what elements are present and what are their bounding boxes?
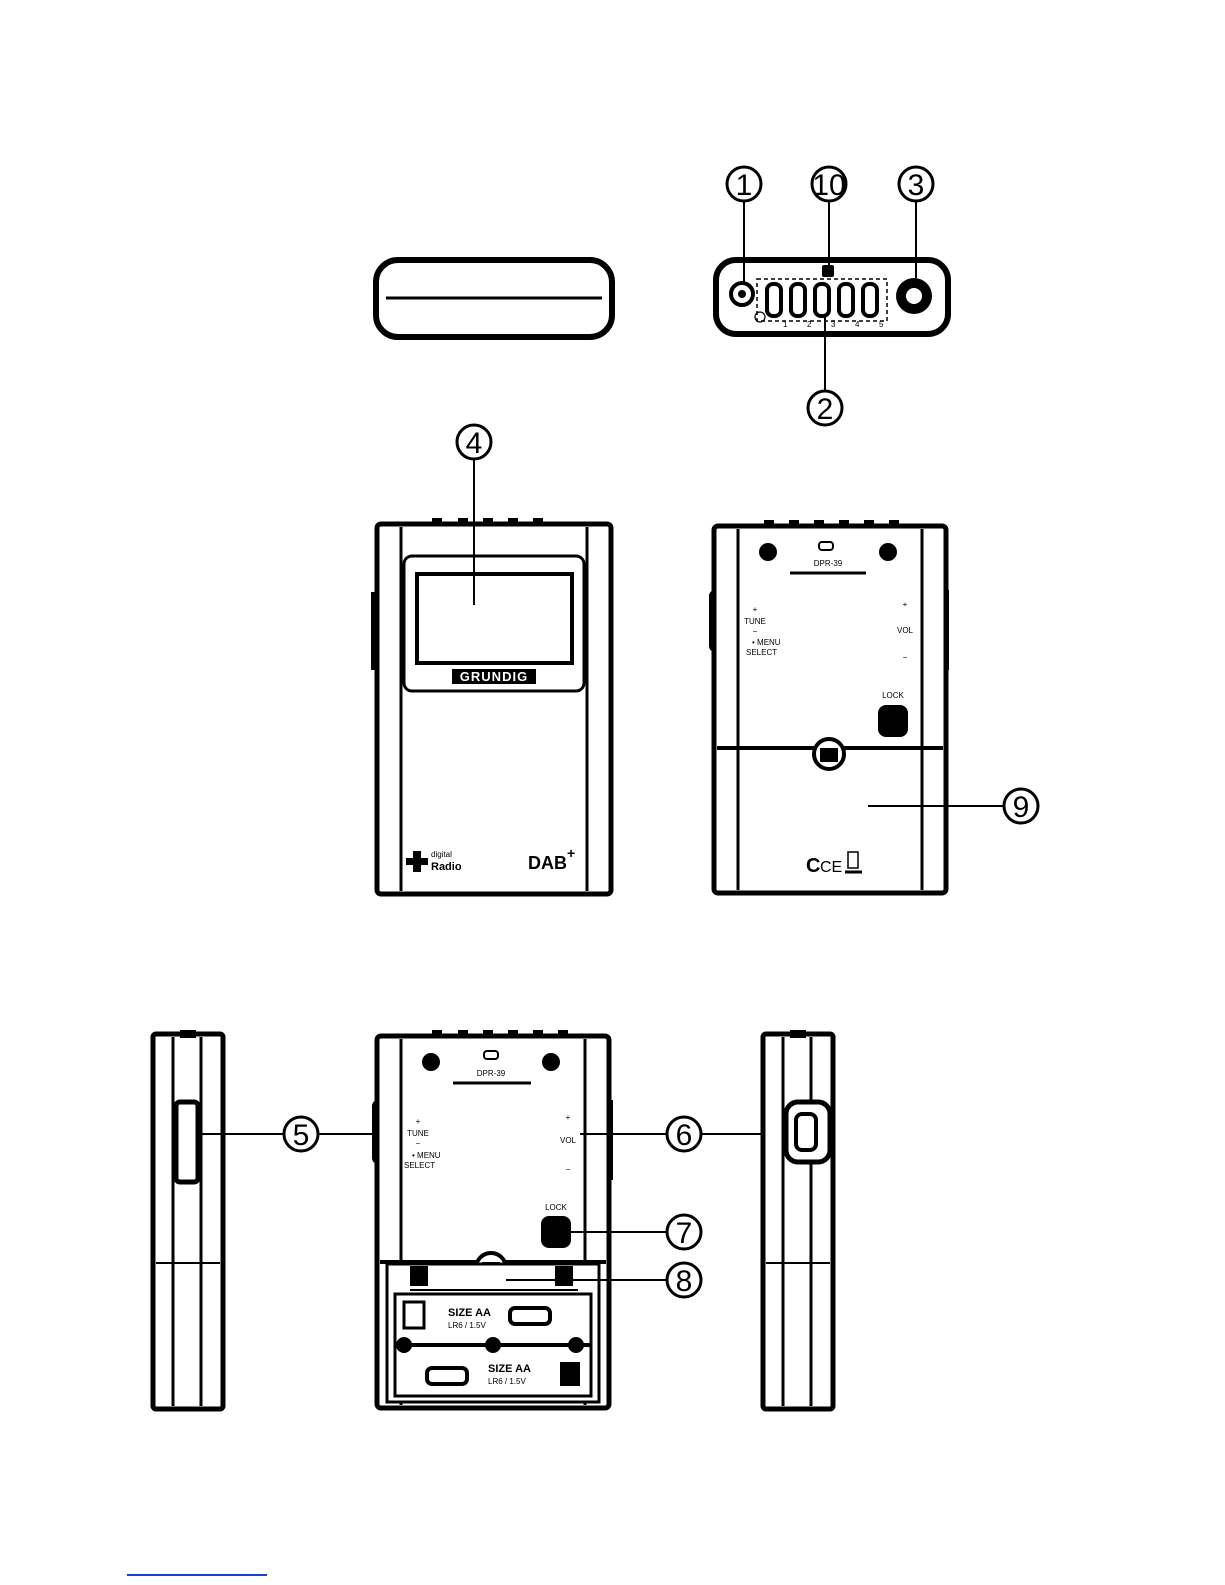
svg-text:DAB: DAB <box>528 853 567 873</box>
svg-text:3: 3 <box>908 169 925 202</box>
tune-rocker[interactable] <box>176 1102 198 1182</box>
svg-text:8: 8 <box>676 1265 693 1298</box>
svg-text:LR6 / 1.5V: LR6 / 1.5V <box>488 1377 526 1386</box>
svg-text:6: 6 <box>676 1119 693 1152</box>
certification-mark: C <box>806 855 820 877</box>
model-label: DPR-39 <box>814 559 843 568</box>
svg-text:−: − <box>416 1139 421 1148</box>
svg-text:+: + <box>567 845 575 861</box>
svg-text:Radio: Radio <box>431 861 462 873</box>
svg-text:2: 2 <box>817 393 834 426</box>
svg-text:digital: digital <box>431 850 452 859</box>
svg-text:• MENU: • MENU <box>412 1151 441 1160</box>
brand-logo: GRUNDIG <box>460 669 528 684</box>
battery-label-a: SIZE AA <box>448 1307 491 1319</box>
svg-text:+: + <box>903 600 908 609</box>
lcd-display <box>417 574 572 663</box>
preset-button-3[interactable] <box>815 284 829 316</box>
svg-text:VOL: VOL <box>560 1136 577 1145</box>
svg-text:−: − <box>566 1165 571 1174</box>
svg-text:LOCK: LOCK <box>882 691 904 700</box>
svg-text:SELECT: SELECT <box>404 1161 435 1170</box>
svg-text:1: 1 <box>736 169 753 202</box>
back-view-open: DPR-39 + TUNE − • MENU SELECT + VOL − LO… <box>374 1030 613 1408</box>
preset-label-4: 4 <box>855 320 860 329</box>
preset-button-2[interactable] <box>791 284 805 316</box>
svg-text:9: 9 <box>1013 791 1030 824</box>
svg-text:−: − <box>753 627 758 636</box>
preset-button-5[interactable] <box>863 284 877 316</box>
svg-text:TUNE: TUNE <box>407 1129 429 1138</box>
svg-text:10: 10 <box>812 169 845 202</box>
svg-text:DPR-39: DPR-39 <box>477 1069 506 1078</box>
back-view: DPR-39 + TUNE − • MENU SELECT + VOL − LO… <box>711 520 949 893</box>
preset-button-1[interactable] <box>767 284 781 316</box>
svg-text:−: − <box>903 653 908 662</box>
svg-text:5: 5 <box>293 1119 310 1152</box>
svg-text:SIZE AA: SIZE AA <box>488 1363 531 1375</box>
preset-label-5: 5 <box>879 320 884 329</box>
preset-label-2: 2 <box>807 320 812 329</box>
preset-label-1: 1 <box>783 320 788 329</box>
svg-text:• MENU: • MENU <box>752 638 781 647</box>
preset-label-3: 3 <box>831 320 836 329</box>
top-edge-view: 1 2 3 4 5 <box>716 260 948 334</box>
battery-label-b: LR6 / 1.5V <box>448 1321 486 1330</box>
lock-switch[interactable] <box>878 705 908 737</box>
svg-text:7: 7 <box>676 1217 693 1250</box>
antenna-socket <box>822 265 834 277</box>
svg-text:VOL: VOL <box>897 626 914 635</box>
left-side-view <box>153 1030 223 1409</box>
svg-text:TUNE: TUNE <box>744 617 766 626</box>
svg-text:4: 4 <box>466 427 483 460</box>
svg-text:LOCK: LOCK <box>545 1203 567 1212</box>
right-side-view <box>763 1030 833 1409</box>
ce-mark: CE <box>820 859 842 876</box>
svg-text:+: + <box>566 1113 571 1122</box>
svg-text:SELECT: SELECT <box>746 648 777 657</box>
bottom-edge-view <box>376 260 612 337</box>
svg-text:+: + <box>416 1117 421 1126</box>
preset-button-4[interactable] <box>839 284 853 316</box>
callout-10: 10 <box>812 167 846 265</box>
front-view: GRUNDIG digital Radio DAB + <box>371 518 611 894</box>
svg-text:+: + <box>753 605 758 614</box>
